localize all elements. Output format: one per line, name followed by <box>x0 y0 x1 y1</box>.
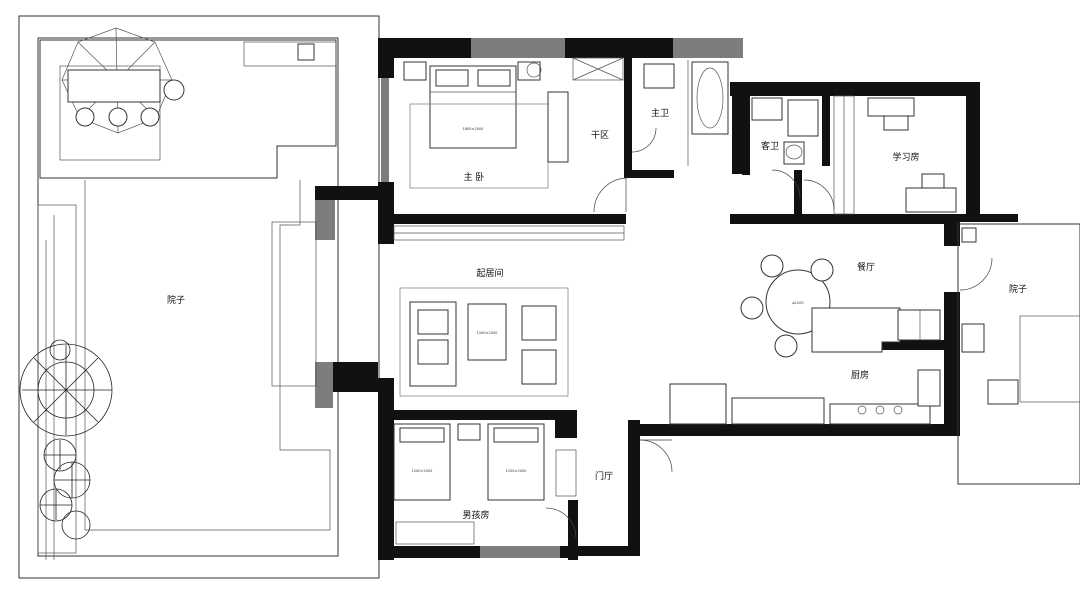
room-label-yard-east: 院子 <box>1009 283 1027 295</box>
room-label-master-bedroom: 主 卧 <box>464 171 485 183</box>
room-label-entrance: 门厅 <box>595 470 613 482</box>
svg-text:1200×2000: 1200×2000 <box>412 469 433 473</box>
room-label-dining-room: 餐厅 <box>857 261 875 273</box>
room-label-yard-west: 院子 <box>167 294 185 306</box>
svg-text:φ1200: φ1200 <box>792 301 803 305</box>
shrub-icon <box>39 438 91 540</box>
kitchen: 厨房 <box>669 307 941 425</box>
walls <box>315 38 1018 560</box>
entrance: 门厅 <box>595 439 673 482</box>
room-label-guest-bath: 客卫 <box>761 140 779 152</box>
east-yard: 院子 <box>957 223 1080 485</box>
living-room: 1500×2000 起居间 <box>271 221 569 397</box>
master-bedroom: 1800×2000 主 卧 干区 <box>393 57 627 241</box>
room-label-living-room: 起居间 <box>476 267 503 279</box>
master-bath: 主卫 <box>631 60 729 166</box>
room-label-kitchen: 厨房 <box>851 369 869 381</box>
room-label-study: 学习房 <box>892 151 919 163</box>
room-label-dry-area: 干区 <box>591 130 609 141</box>
study: 学习房 <box>803 95 957 215</box>
dining-room: φ1200 餐厅 <box>740 254 875 358</box>
west-yard: 院子 <box>18 15 380 579</box>
room-label-master-bath: 主卫 <box>651 107 669 119</box>
boys-room: 1200×2000 1200×2000 男孩房 <box>393 423 577 545</box>
guest-bath: 客卫 <box>751 97 819 199</box>
svg-text:1800×2000: 1800×2000 <box>463 127 484 131</box>
svg-text:1200×2000: 1200×2000 <box>506 469 527 473</box>
tree-icon <box>19 339 113 437</box>
room-label-boys-room: 男孩房 <box>462 509 489 521</box>
svg-text:1500×2000: 1500×2000 <box>477 331 498 335</box>
